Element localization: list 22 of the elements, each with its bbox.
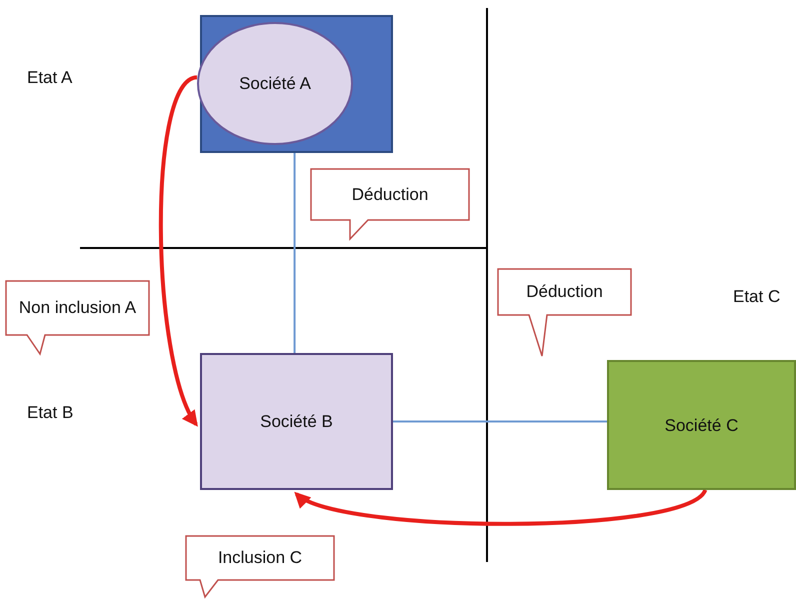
callout-bubble (185, 535, 335, 598)
callout-bubble (310, 168, 470, 240)
callout-bubble (5, 280, 150, 355)
node-label: Non inclusion A (18, 297, 138, 319)
region-label: Etat C (733, 287, 780, 307)
company-box (200, 353, 393, 490)
region-label: Etat B (27, 403, 74, 423)
connector-line (294, 153, 296, 353)
node-label: Inclusion C (216, 547, 304, 569)
node-label: Déduction (525, 281, 604, 303)
node-label: Société A (238, 73, 312, 95)
node-label: Société B (259, 411, 334, 433)
connector-line (393, 420, 607, 422)
node-label: Société C (664, 414, 740, 436)
callout-bubble (497, 268, 632, 357)
ellipse-node (197, 22, 353, 145)
curved-arrow (158, 76, 198, 428)
company-box (607, 360, 796, 490)
square-shape (200, 15, 393, 153)
region-label: Etat A (27, 68, 72, 88)
curved-arrow (294, 488, 707, 526)
node-label: Déduction (350, 184, 430, 206)
